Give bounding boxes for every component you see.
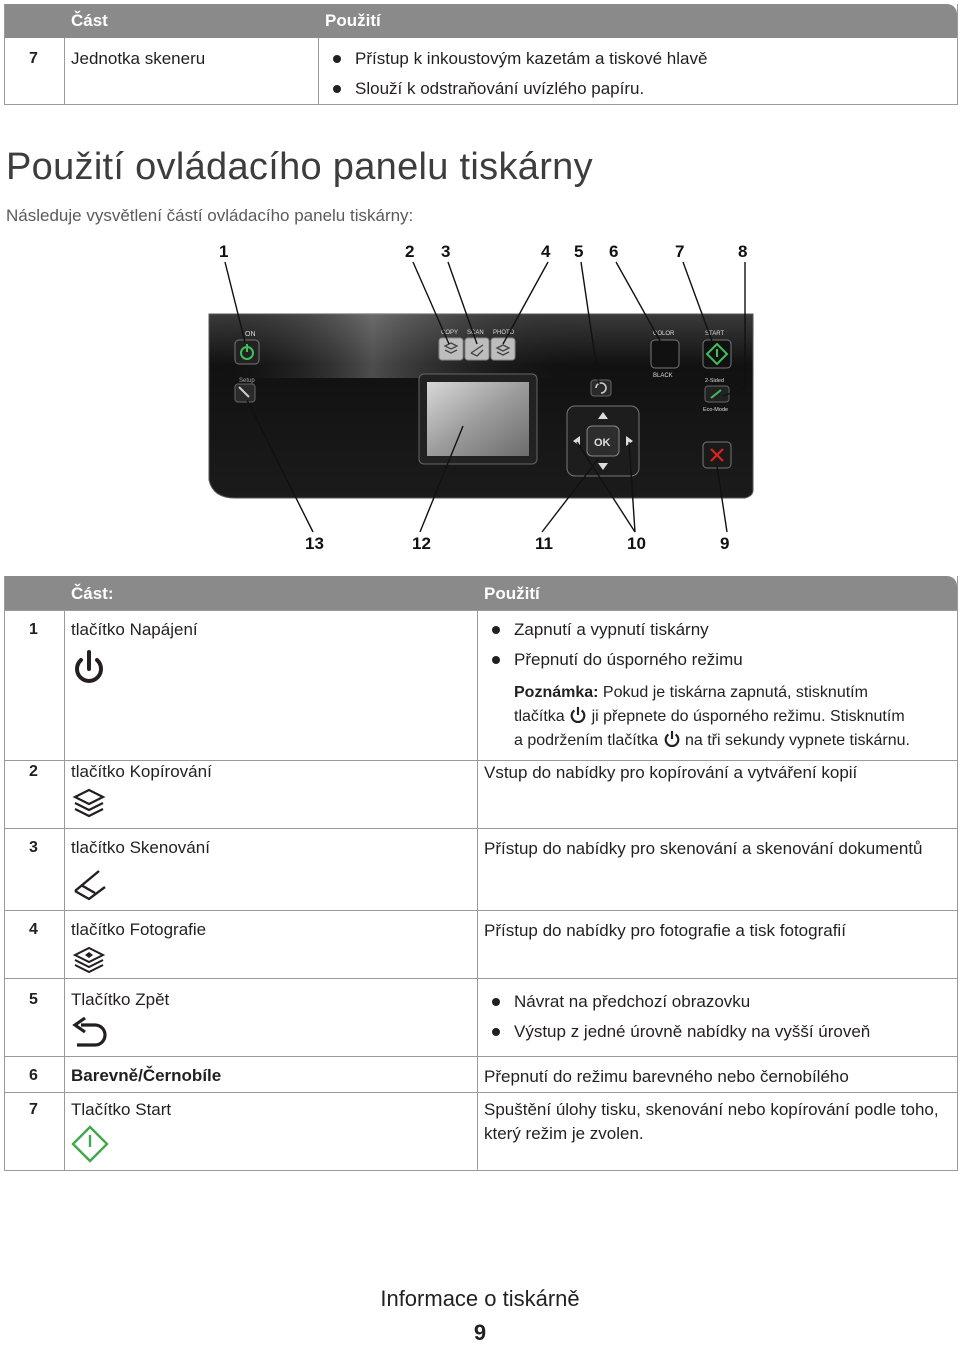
list-item: Zapnutí a vypnutí tiskárny bbox=[486, 615, 952, 645]
top-table: Část Použití 7 Jednotka skeneru Přístup … bbox=[4, 4, 958, 105]
control-panel-figure: 1 2 3 4 5 6 7 8 13 12 11 10 9 bbox=[205, 240, 765, 560]
row-number: 7 bbox=[29, 50, 38, 67]
scan-icon bbox=[74, 870, 106, 901]
row-number: 5 bbox=[29, 991, 38, 1008]
callout: 2 bbox=[405, 242, 415, 261]
row-part: Tlačítko Start bbox=[71, 1100, 172, 1119]
parts-table: Část: Použití 1 tlačítko Napájení Zapnut… bbox=[4, 576, 958, 1171]
col-divider bbox=[64, 610, 65, 1170]
row-number: 6 bbox=[29, 1067, 38, 1084]
start-diamond-icon bbox=[71, 1125, 109, 1163]
table-row: 7 Tlačítko Start Spuštění úlohy tisku, s… bbox=[5, 1092, 957, 1171]
col-divider bbox=[318, 38, 319, 104]
svg-text:ON: ON bbox=[245, 331, 256, 338]
row-use: Spuštění úlohy tisku, skenování nebo kop… bbox=[484, 1098, 954, 1146]
callout: 4 bbox=[541, 242, 551, 261]
svg-text:2-Sided: 2-Sided bbox=[705, 378, 724, 384]
col-divider bbox=[477, 610, 478, 1170]
table-row: 3 tlačítko Skenování Přístup do nabídky … bbox=[5, 828, 957, 911]
list-item: Návrat na předchozí obrazovku bbox=[486, 987, 952, 1017]
row-part: tlačítko Fotografie bbox=[71, 920, 207, 939]
callout: 8 bbox=[738, 242, 748, 261]
svg-text:OK: OK bbox=[594, 437, 611, 449]
callout: 5 bbox=[574, 242, 584, 261]
row-part: tlačítko Skenování bbox=[71, 838, 210, 857]
svg-text:COLOR: COLOR bbox=[653, 331, 675, 337]
svg-text:SCAN: SCAN bbox=[467, 330, 484, 336]
section-subtitle: Následuje vysvětlení částí ovládacího pa… bbox=[6, 206, 414, 225]
row-use-list: Přístup k inkoustovým kazetám a tiskové … bbox=[327, 44, 707, 104]
row-part: Barevně/Černobíle bbox=[71, 1066, 222, 1085]
svg-text:COPY: COPY bbox=[441, 330, 458, 336]
note-text: Pokud je tiskárna zapnutá, stisknutím bbox=[602, 684, 868, 701]
row-part: tlačítko Kopírování bbox=[71, 762, 212, 781]
row-number: 4 bbox=[29, 921, 38, 938]
callout: 1 bbox=[219, 242, 229, 261]
callout: 6 bbox=[609, 242, 619, 261]
power-icon bbox=[570, 706, 586, 724]
note-text: tlačítka bbox=[514, 708, 565, 725]
table-row: 2 tlačítko Kopírování Vstup do nabídky p… bbox=[5, 760, 957, 831]
table-row: 1 tlačítko Napájení Zapnutí a vypnutí ti… bbox=[5, 610, 957, 791]
section-title: Použití ovládacího panelu tiskárny bbox=[6, 146, 593, 188]
row-number: 7 bbox=[29, 1101, 38, 1118]
row-use: Zapnutí a vypnutí tiskárny Přepnutí do ú… bbox=[486, 615, 952, 753]
svg-text:Eco-Mode: Eco-Mode bbox=[703, 407, 728, 413]
callout: 3 bbox=[441, 242, 451, 261]
footer-title: Informace o tiskárně bbox=[380, 1286, 580, 1311]
row-use-line: který režim je zvolen. bbox=[484, 1124, 644, 1143]
row-part: Tlačítko Zpět bbox=[71, 990, 170, 1009]
row-use: Návrat na předchozí obrazovku Výstup z j… bbox=[486, 987, 952, 1047]
row-use: Přepnutí do režimu barevného nebo černob… bbox=[484, 1067, 849, 1086]
list-item: Slouží k odstraňování uvízlého papíru. bbox=[327, 74, 707, 104]
header-use: Použití bbox=[484, 584, 540, 603]
header-part: Část bbox=[71, 11, 108, 30]
row-use: Přístup do nabídky pro fotografie a tisk… bbox=[484, 921, 846, 940]
note-text: na tři sekundy vypnete tiskárnu. bbox=[684, 732, 910, 749]
top-table-header: Část Použití bbox=[5, 4, 957, 38]
row-number: 1 bbox=[29, 621, 38, 638]
svg-text:BLACK: BLACK bbox=[653, 373, 673, 379]
svg-text:PHOTO: PHOTO bbox=[493, 330, 515, 336]
note-label: Poznámka: bbox=[514, 684, 599, 701]
row-part: tlačítko Napájení bbox=[71, 620, 198, 639]
table-row: 5 Tlačítko Zpět Návrat na předchozí obra… bbox=[5, 978, 957, 1057]
table-row: 6 Barevně/Černobíle Přepnutí do režimu b… bbox=[5, 1056, 957, 1093]
row-use: Vstup do nabídky pro kopírování a vytvář… bbox=[484, 763, 858, 782]
header-use: Použití bbox=[325, 11, 381, 30]
parts-table-header: Část: Použití bbox=[5, 576, 957, 610]
col-divider bbox=[64, 38, 65, 104]
power-icon bbox=[75, 650, 103, 683]
power-icon bbox=[664, 730, 679, 748]
row-number: 3 bbox=[29, 839, 38, 856]
svg-text:Setup: Setup bbox=[239, 378, 255, 384]
list-item: Výstup z jedné úrovně nabídky na vyšší ú… bbox=[486, 1017, 952, 1047]
row-part: Jednotka skeneru bbox=[71, 49, 206, 68]
callout: 9 bbox=[720, 534, 730, 553]
callout: 7 bbox=[675, 242, 685, 261]
list-item: Přepnutí do úsporného režimu bbox=[486, 645, 952, 675]
callout: 10 bbox=[627, 534, 646, 553]
copy-icon bbox=[72, 788, 106, 818]
back-arrow-icon bbox=[72, 1016, 107, 1047]
row-use: Přístup do nabídky pro skenování a skeno… bbox=[484, 839, 923, 858]
callout: 13 bbox=[305, 534, 324, 553]
callout: 11 bbox=[535, 534, 553, 553]
note-text: a podržením tlačítka bbox=[514, 732, 659, 749]
note-text: ji přepnete do úsporného režimu. Stisknu… bbox=[591, 708, 905, 725]
page-number: 9 bbox=[473, 1320, 487, 1345]
callout: 12 bbox=[412, 534, 431, 553]
svg-text:START: START bbox=[705, 331, 724, 337]
table-row: 4 tlačítko Fotografie Přístup do nabídky… bbox=[5, 910, 957, 981]
control-panel-illustration: ON Setup COPY SCAN PHOTO COLOR BLACK STA… bbox=[208, 261, 754, 533]
list-item: Přístup k inkoustovým kazetám a tiskové … bbox=[327, 44, 707, 74]
note: Poznámka: Pokud je tiskárna zapnutá, sti… bbox=[486, 681, 952, 753]
photo-icon bbox=[72, 946, 106, 974]
header-part: Část: bbox=[71, 584, 114, 603]
row-number: 2 bbox=[29, 763, 38, 780]
row-use-line: Spuštění úlohy tisku, skenování nebo kop… bbox=[484, 1100, 939, 1119]
